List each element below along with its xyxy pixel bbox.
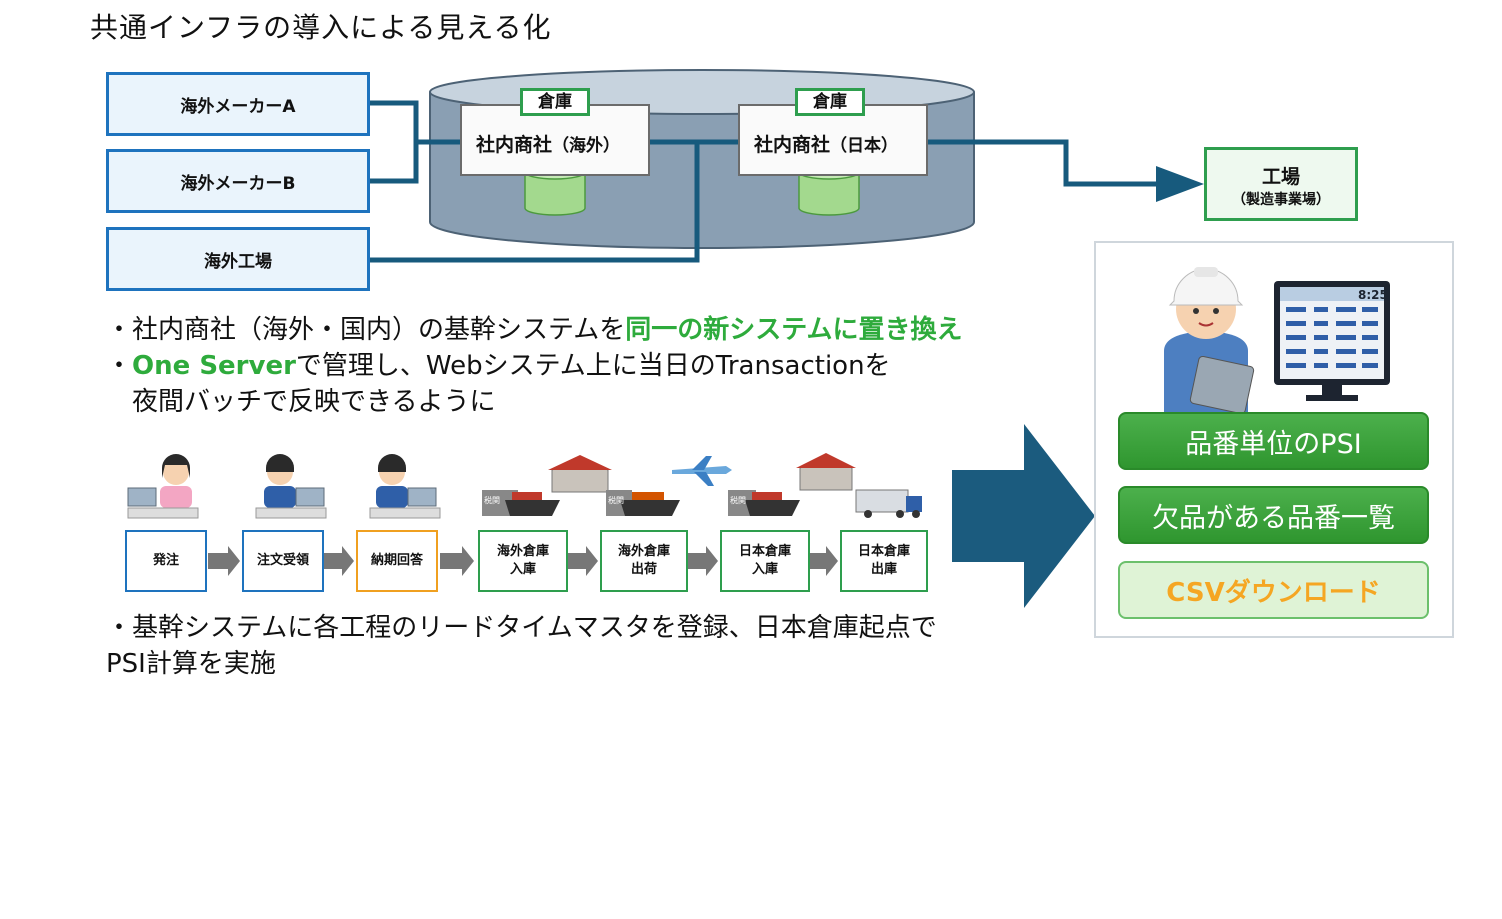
csv-download-button[interactable]: CSVダウンロード — [1118, 561, 1429, 619]
bullet-2-emphasis: One Server — [132, 351, 296, 381]
warehouse-icon-2 — [796, 453, 856, 491]
connection-lines — [370, 100, 1160, 263]
factory-sub: （製造事業場） — [1232, 192, 1330, 208]
page-title: 共通インフラの導入による見える化 — [90, 11, 552, 44]
customs-label-3: 税関 — [730, 496, 746, 505]
merchant-region: （日本） — [830, 136, 899, 156]
merchant-name: 社内商社 — [754, 134, 831, 156]
bullet-list-bottom: ・基幹システムに各工程のリードタイムマスタを登録、日本倉庫起点で PSI計算を実… — [106, 610, 937, 682]
ship-icon-2 — [606, 490, 680, 516]
factory-name: 工場 — [1261, 166, 1300, 188]
step-order: 発注 — [125, 530, 207, 592]
merchant-region: （海外） — [552, 136, 621, 156]
customs-label-2: 税関 — [608, 496, 624, 505]
bullet-1: ・社内商社（海外・国内）の基幹システムを同一の新システムに置き換え — [106, 315, 963, 345]
warehouse-icon-1 — [548, 455, 612, 493]
worker-icon — [1164, 267, 1255, 416]
step-overseas-wh-in: 海外倉庫入庫 — [478, 530, 568, 592]
source-maker-b: 海外メーカーB — [106, 149, 370, 213]
airplane-icon — [672, 456, 732, 486]
ship-icon-3 — [728, 490, 800, 516]
step-japan-wh-out: 日本倉庫出庫 — [840, 530, 928, 592]
merchant-name: 社内商社 — [476, 134, 553, 156]
truck-icon — [855, 489, 922, 518]
monitor-time: 8:25 — [1358, 288, 1388, 302]
step-overseas-wh-out: 海外倉庫出荷 — [600, 530, 688, 592]
ship-icon-1 — [482, 490, 560, 516]
bullet-2-cont: 夜間バッチで反映できるように — [132, 387, 496, 417]
merchant-overseas: 社内商社（海外） — [460, 104, 650, 176]
psi-by-part-button[interactable]: 品番単位のPSI — [1118, 412, 1429, 470]
step-japan-wh-in: 日本倉庫入庫 — [720, 530, 810, 592]
shortage-list-button[interactable]: 欠品がある品番一覧 — [1118, 486, 1429, 544]
bullet-2: ・One Serverで管理し、Webシステム上に当日のTransactionを — [106, 351, 891, 381]
step-order-received: 注文受領 — [242, 530, 324, 592]
big-right-arrow — [952, 424, 1095, 608]
warehouse-tag-japan: 倉庫 — [795, 88, 865, 116]
person-icon-1 — [127, 454, 199, 519]
worker-illustration — [1164, 267, 1390, 416]
person-icon-3 — [369, 454, 441, 519]
customs-label-1: 税関 — [484, 496, 500, 505]
step-delivery-reply: 納期回答 — [356, 530, 438, 592]
process-arrows — [208, 546, 838, 576]
bullet-list-top: ・社内商社（海外・国内）の基幹システムを同一の新システムに置き換え ・One S… — [106, 312, 962, 420]
person-icon-2 — [255, 454, 327, 519]
bullet-3-line2: PSI計算を実施 — [106, 649, 276, 679]
monitor-icon — [1274, 281, 1390, 401]
source-maker-a: 海外メーカーA — [106, 72, 370, 136]
source-overseas-factory: 海外工場 — [106, 227, 370, 291]
warehouse-tag-overseas: 倉庫 — [520, 88, 590, 116]
arrow-to-factory — [1156, 166, 1204, 202]
bullet-3-line1: ・基幹システムに各工程のリードタイムマスタを登録、日本倉庫起点で — [106, 613, 937, 643]
factory-box: 工場 （製造事業場） — [1204, 147, 1358, 221]
bullet-1-emphasis: 同一の新システムに置き換え — [625, 315, 963, 345]
